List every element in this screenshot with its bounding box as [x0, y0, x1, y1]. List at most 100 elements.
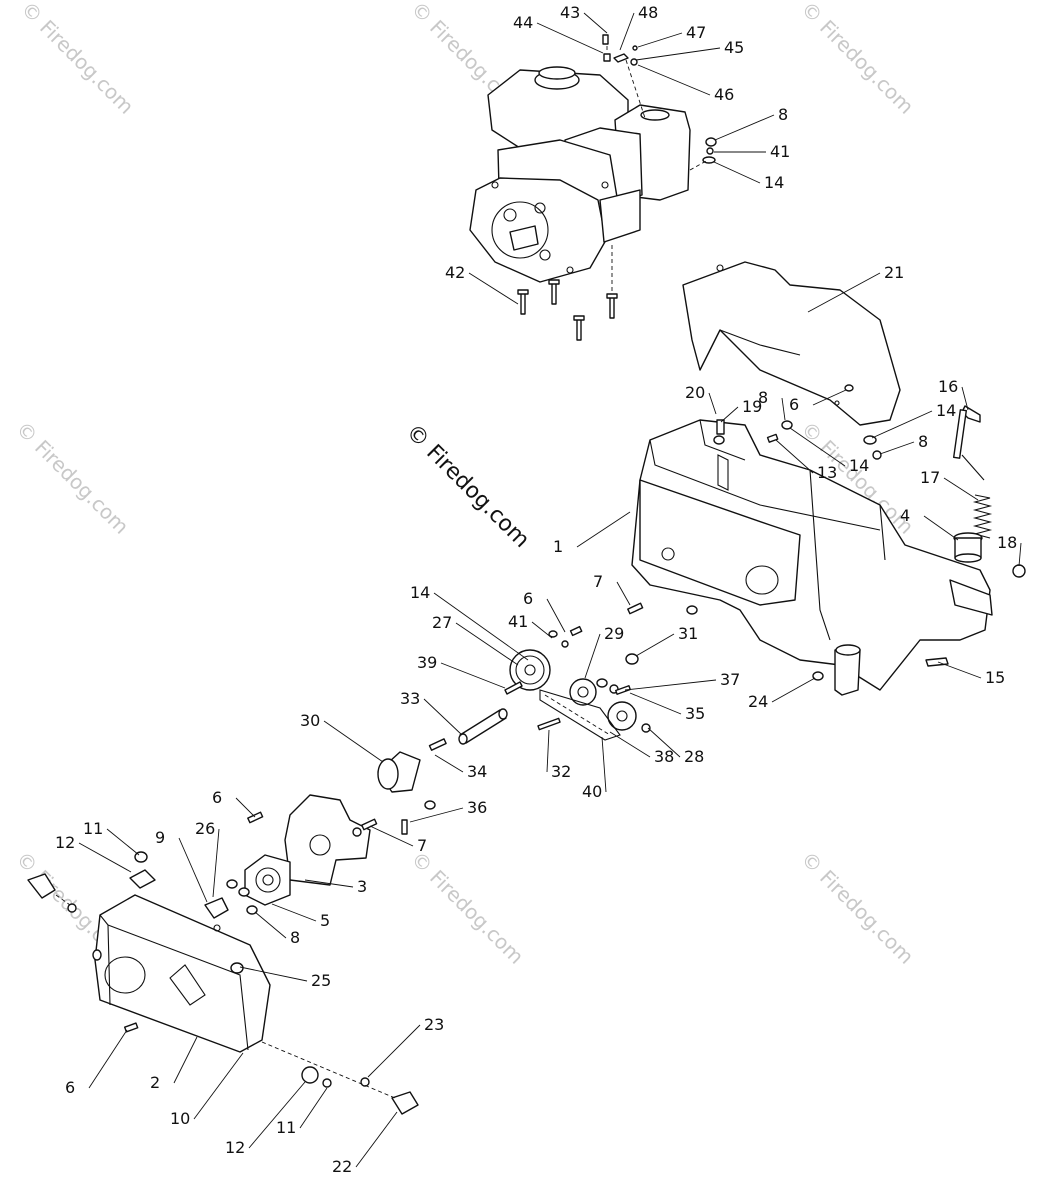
callout-leader — [647, 727, 681, 758]
watermark-top-left: © Firedog.com — [16, 0, 138, 119]
callout-number: 6 — [523, 589, 533, 608]
callout-leader — [536, 22, 604, 54]
callout-leader — [619, 12, 635, 51]
callout-number: 36 — [467, 798, 487, 817]
callout-leader — [879, 441, 915, 455]
callout-number: 2 — [150, 1073, 160, 1092]
callout-number: 29 — [604, 624, 624, 643]
callout-number: 26 — [195, 819, 215, 838]
callout-number: 43 — [560, 3, 580, 22]
callout-leader — [235, 797, 256, 818]
callout-leader — [546, 729, 550, 773]
callout-number: 9 — [155, 828, 165, 847]
callout-number: 27 — [432, 613, 452, 632]
callout-leader — [239, 966, 308, 982]
belt-guard — [682, 261, 901, 426]
callout-leader — [254, 911, 287, 939]
callout-number: 45 — [724, 38, 744, 57]
callout-leader — [637, 32, 683, 48]
callout-leader — [212, 828, 220, 898]
callout-leader — [601, 736, 607, 793]
callout-leader — [609, 731, 651, 758]
spring — [972, 494, 993, 539]
callout-leader — [178, 837, 208, 903]
callout-number: 8 — [758, 388, 768, 407]
callout-number: 12 — [225, 1138, 245, 1157]
callout-number: 38 — [654, 747, 674, 766]
callout-number: 32 — [551, 762, 571, 781]
callout-leader — [193, 1052, 244, 1120]
callout-leader — [713, 161, 761, 184]
callout-number: 14 — [936, 401, 956, 420]
callout-number: 10 — [170, 1109, 190, 1128]
callout-number: 42 — [445, 263, 465, 282]
callout-number: 48 — [638, 3, 658, 22]
main-frame — [631, 419, 993, 696]
callout-leader — [106, 828, 140, 856]
callout-number: 28 — [684, 747, 704, 766]
callout-leader — [714, 114, 775, 141]
callout-number: 11 — [276, 1118, 296, 1137]
callout-number: 12 — [55, 833, 75, 852]
callout-leader — [304, 879, 354, 888]
callout-leader — [173, 1036, 198, 1084]
shaft — [428, 681, 523, 751]
callout-leader — [789, 427, 846, 467]
callout-leader — [323, 720, 384, 763]
callout-leader — [433, 592, 529, 661]
callout-leader — [771, 677, 816, 703]
callout-leader — [271, 903, 317, 922]
drive-hub — [377, 751, 436, 835]
callout-leader — [616, 581, 631, 606]
engine-assembly — [469, 66, 691, 283]
callout-number: 8 — [778, 105, 788, 124]
callout-leader — [1018, 542, 1022, 567]
callout-leader — [775, 439, 814, 474]
callout-leader — [409, 807, 464, 823]
callout-number: 46 — [714, 85, 734, 104]
callout-number: 33 — [400, 689, 420, 708]
callout-leader — [635, 633, 675, 657]
watermark-low-center: © Firedog.com — [406, 847, 528, 969]
watermark-low-right: © Firedog.com — [796, 847, 918, 969]
copyright-mark: © Firedog.com — [401, 420, 534, 553]
watermark-mid-left: © Firedog.com — [11, 417, 133, 539]
engine-side-hardware — [689, 137, 717, 171]
callout-number: 17 — [920, 468, 940, 487]
drive-sprockets — [509, 625, 651, 741]
callout-number: 34 — [467, 762, 487, 781]
callout-leader — [583, 12, 608, 34]
callout-number: 7 — [593, 572, 603, 591]
callout-leader — [635, 47, 721, 61]
callout-leader — [531, 621, 553, 639]
callout-leader — [369, 825, 414, 847]
callout-leader — [434, 754, 464, 773]
callout-number: 14 — [410, 583, 430, 602]
watermark-top-right: © Firedog.com — [796, 0, 918, 119]
callout-number: 14 — [764, 173, 784, 192]
callout-number: 16 — [938, 377, 958, 396]
callout-number: 40 — [582, 782, 602, 801]
callout-number: 19 — [742, 397, 762, 416]
callout-leader — [367, 1024, 421, 1078]
callout-number: 13 — [817, 463, 837, 482]
callout-number: 18 — [997, 533, 1017, 552]
callout-number: 8 — [918, 432, 928, 451]
callout-number: 35 — [685, 704, 705, 723]
callout-leader — [812, 389, 847, 406]
callout-number: 24 — [748, 692, 768, 711]
callout-number: 47 — [686, 23, 706, 42]
callout-number: 15 — [985, 668, 1005, 687]
callout-number: 6 — [65, 1078, 75, 1097]
callout-number: 4 — [900, 506, 910, 525]
callout-number: 37 — [720, 670, 740, 689]
callout-leader — [78, 842, 132, 873]
engine-mount-bolts — [517, 245, 618, 341]
callout-number: 20 — [685, 383, 705, 402]
callout-leader — [807, 272, 881, 313]
chain-case-bolts-top — [27, 851, 156, 913]
callout-leader — [440, 662, 506, 689]
callout-number: 30 — [300, 711, 320, 730]
callout-number: 25 — [311, 971, 331, 990]
